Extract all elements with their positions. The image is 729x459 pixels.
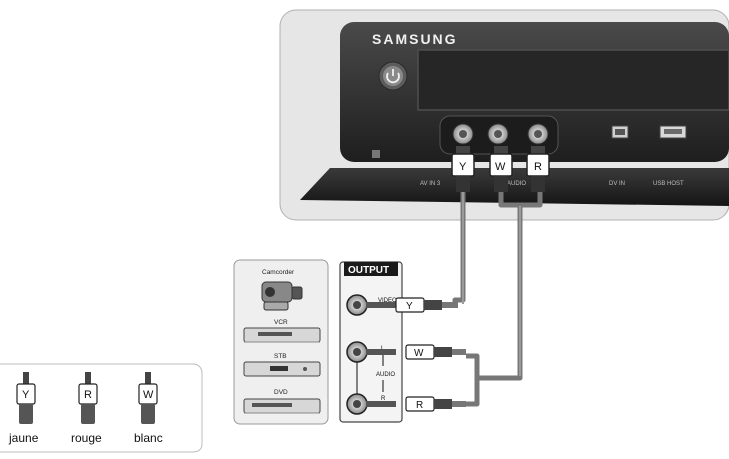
color-legend: Y jaune R rouge W blanc bbox=[0, 363, 203, 453]
output-title-bar bbox=[344, 262, 398, 276]
brand-logo: SAMSUNG bbox=[372, 31, 458, 47]
usb-host-label: USB HOST bbox=[653, 181, 684, 187]
audio-right-cable bbox=[466, 375, 520, 407]
recorder-plugs: Y W R bbox=[451, 146, 550, 192]
audio-label: AUDIO bbox=[507, 181, 526, 187]
dv-in-label: DV IN bbox=[609, 181, 625, 187]
svg-text:W: W bbox=[495, 161, 506, 173]
legend-plug-yellow: Y bbox=[16, 372, 36, 424]
output-audio-left-plug: W bbox=[366, 344, 466, 360]
standby-indicator bbox=[372, 150, 380, 158]
output-right-label: R bbox=[381, 396, 386, 402]
svg-text:W: W bbox=[414, 348, 424, 359]
svg-text:W: W bbox=[143, 389, 154, 401]
usb-host-port[interactable] bbox=[659, 125, 687, 139]
legend-label-jaune: jaune bbox=[8, 431, 39, 445]
source-camcorder-label: Camcorder bbox=[262, 269, 295, 276]
audio-right-jack[interactable] bbox=[527, 123, 549, 145]
svg-text:R: R bbox=[84, 389, 92, 401]
audio-left-jack[interactable] bbox=[487, 123, 509, 145]
svg-text:Y: Y bbox=[406, 301, 413, 312]
legend-plug-red: R bbox=[78, 372, 98, 424]
output-audio-right-plug: R bbox=[366, 396, 466, 412]
source-devices-panel: Camcorder VCR STB DVD bbox=[233, 259, 329, 425]
legend-plug-white: W bbox=[138, 372, 158, 424]
video-plug-top: Y bbox=[451, 146, 475, 192]
dvd-player-icon bbox=[243, 398, 321, 414]
output-title: OUTPUT bbox=[348, 265, 389, 276]
display-window bbox=[417, 49, 729, 111]
power-button[interactable] bbox=[378, 61, 408, 91]
cables bbox=[452, 192, 543, 407]
dv-in-port[interactable] bbox=[611, 125, 629, 139]
svg-text:R: R bbox=[416, 400, 423, 411]
output-panel: OUTPUT VIDEO L AUDIO R bbox=[339, 261, 403, 423]
svg-text:Y: Y bbox=[459, 161, 467, 173]
source-stb-label: STB bbox=[274, 353, 287, 360]
legend-label-blanc: blanc bbox=[134, 431, 163, 445]
recorder-tray bbox=[300, 168, 729, 206]
output-audio-right-jack[interactable] bbox=[346, 393, 368, 415]
recorder-device: SAMSUNG bbox=[279, 9, 729, 221]
source-vcr-label: VCR bbox=[274, 319, 288, 326]
legend-label-rouge: rouge bbox=[71, 431, 102, 445]
output-video-jack[interactable] bbox=[346, 294, 368, 316]
output-video-plug: Y bbox=[366, 297, 458, 313]
svg-text:R: R bbox=[534, 161, 542, 173]
power-icon bbox=[386, 69, 400, 84]
camcorder-icon bbox=[261, 281, 303, 311]
av-in-label: AV IN 3 bbox=[420, 181, 441, 187]
output-video-label: VIDEO bbox=[378, 298, 397, 304]
source-dvd-label: DVD bbox=[274, 389, 288, 396]
output-audio-left-jack[interactable] bbox=[346, 341, 368, 363]
vcr-icon bbox=[243, 327, 321, 343]
stb-icon bbox=[243, 361, 321, 377]
audio-left-plug-top: W bbox=[489, 146, 513, 192]
av-in-video-jack[interactable] bbox=[452, 123, 474, 145]
audio-left-cable-run bbox=[466, 205, 523, 381]
svg-text:Y: Y bbox=[22, 389, 30, 401]
audio-right-plug-top: R bbox=[526, 146, 550, 192]
output-audio-label: AUDIO bbox=[376, 372, 395, 378]
